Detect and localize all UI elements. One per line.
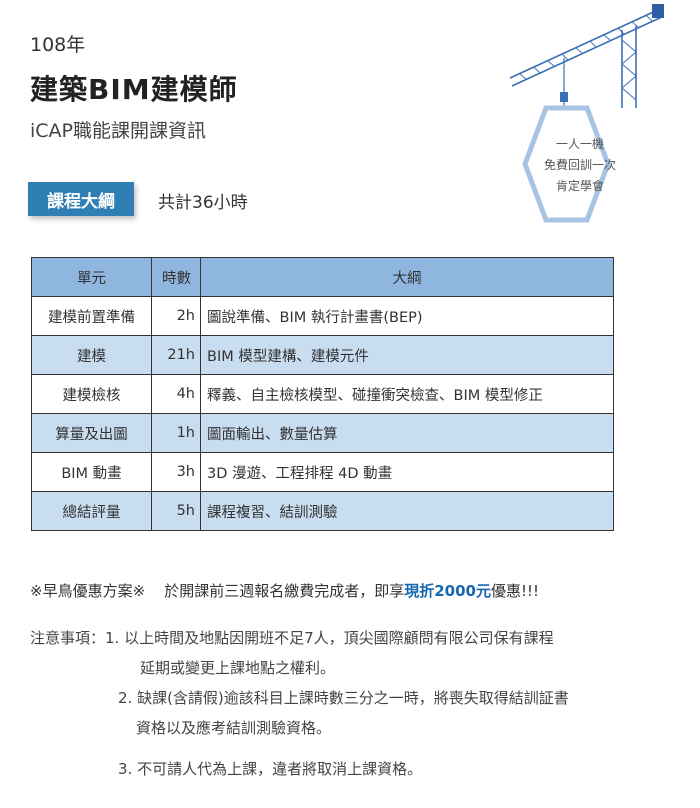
header-unit: 單元 <box>31 257 152 297</box>
table-row: BIM 動畫 3h 3D 漫遊、工程排程 4D 動畫 <box>31 452 614 492</box>
cell-unit: 建模前置準備 <box>31 296 152 336</box>
promo-suffix: 優惠!!! <box>490 582 540 600</box>
cell-hours: 4h <box>151 374 201 414</box>
hexagon-line-3: 肯定學會 <box>555 179 604 193</box>
header-outline: 大綱 <box>200 257 614 297</box>
notes-label: 注意事項： <box>30 629 106 647</box>
note-1-line-1: 1. 以上時間及地點因開班不足7人，頂尖國際顧問有限公司保有課程 <box>105 629 554 647</box>
page-title: 建築BIM建模師 <box>30 73 238 106</box>
note-2-line-2: 資格以及應考結訓測驗資格。 <box>136 719 332 737</box>
cell-hours: 5h <box>151 491 201 531</box>
note-2-line-1: 2. 缺課(含請假)逾該科目上課時數三分之一時，將喪失取得結訓証書 <box>118 689 569 707</box>
cell-hours: 2h <box>151 296 201 336</box>
hexagon-line-1: 一人一機 <box>555 137 604 151</box>
table-row: 總結評量 5h 課程複習、結訓測驗 <box>31 491 614 531</box>
note-3-line-1: 3. 不可請人代為上課，違者將取消上課資格。 <box>118 760 423 778</box>
cell-desc: 釋義、自主檢核模型、碰撞衝突檢查、BIM 模型修正 <box>200 374 614 414</box>
table-row: 算量及出圖 1h 圖面輸出、數量估算 <box>31 413 614 453</box>
cell-unit: 算量及出圖 <box>31 413 152 453</box>
early-bird-promo: ※早鳥優惠方案※ 於開課前三週報名繳費完成者，即享現折2000元優惠!!! <box>30 580 539 601</box>
page-subtitle: iCAP職能課開課資訊 <box>30 120 207 142</box>
cell-desc: BIM 模型建構、建模元件 <box>200 335 614 375</box>
cell-desc: 課程複習、結訓測驗 <box>200 491 614 531</box>
table-row: 建模前置準備 2h 圖說準備、BIM 執行計畫書(BEP) <box>31 296 614 336</box>
year-label: 108年 <box>30 34 86 56</box>
total-hours: 共計36小時 <box>158 193 248 213</box>
hexagon-line-2: 免費回訓一次 <box>543 158 616 172</box>
promo-text: 於開課前三週報名繳費完成者，即享 <box>164 582 405 600</box>
table-header-row: 單元 時數 大綱 <box>31 257 614 297</box>
cell-unit: 建模檢核 <box>31 374 152 414</box>
cell-hours: 1h <box>151 413 201 453</box>
hexagon-badge: 一人一機 免費回訓一次 肯定學會 <box>525 134 635 197</box>
table-row: 建模檢核 4h 釋義、自主檢核模型、碰撞衝突檢查、BIM 模型修正 <box>31 374 614 414</box>
cell-desc: 圖面輸出、數量估算 <box>200 413 614 453</box>
promo-prefix: ※早鳥優惠方案※ <box>30 582 146 600</box>
note-1-line-2: 延期或變更上課地點之權利。 <box>140 659 336 677</box>
crane-illustration <box>509 4 665 223</box>
course-outline-table: 單元 時數 大綱 建模前置準備 2h 圖說準備、BIM 執行計畫書(BEP) 建… <box>31 257 614 531</box>
cell-hours: 3h <box>151 452 201 492</box>
course-outline-badge: 課程大綱 <box>28 182 134 216</box>
promo-highlight: 現折2000元 <box>404 582 491 600</box>
cell-hours: 21h <box>151 335 201 375</box>
cell-desc: 3D 漫遊、工程排程 4D 動畫 <box>200 452 614 492</box>
cell-desc: 圖說準備、BIM 執行計畫書(BEP) <box>200 296 614 336</box>
header-hours: 時數 <box>151 257 201 297</box>
cell-unit: 建模 <box>31 335 152 375</box>
table-row: 建模 21h BIM 模型建構、建模元件 <box>31 335 614 375</box>
cell-unit: BIM 動畫 <box>31 452 152 492</box>
cell-unit: 總結評量 <box>31 491 152 531</box>
